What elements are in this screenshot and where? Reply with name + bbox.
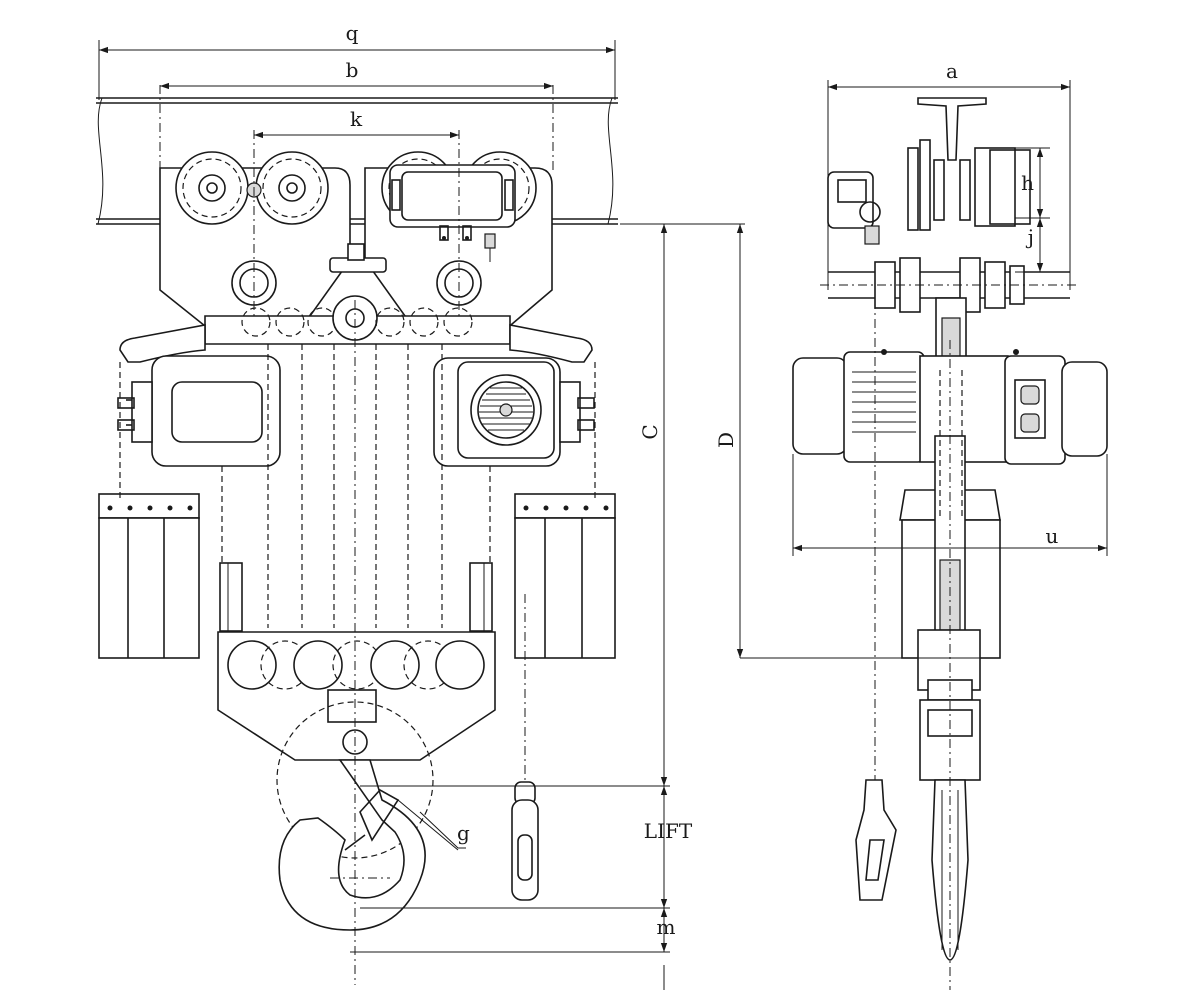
i-beam: [917, 97, 987, 161]
front-view: [96, 85, 618, 985]
dim-label-b: b: [346, 58, 359, 82]
side-bottom-block: [917, 629, 981, 961]
dim-label-j: j: [1026, 225, 1034, 249]
dim-leader-g: [419, 811, 466, 849]
dim-label-q: q: [346, 21, 359, 45]
dim-label-k: k: [350, 107, 363, 131]
pendant-control: [511, 594, 539, 901]
dim-label-g: g: [457, 821, 470, 845]
dim-label-m: m: [657, 915, 676, 939]
side-view: [792, 97, 1108, 990]
bottom-block: [217, 631, 496, 761]
dim-label-c: C: [638, 424, 662, 439]
dim-label-u: u: [1046, 524, 1059, 548]
dim-label-d: D: [714, 432, 738, 448]
dimensions: q b k a h j C D u: [98, 21, 1108, 990]
side-box-right: [514, 493, 616, 659]
side-pendant-control: [855, 300, 897, 901]
hoist-motor-right: [433, 357, 581, 467]
dim-label-lift: LIFT: [644, 819, 693, 843]
hoist-yoke: [119, 324, 206, 363]
guide-rod-left: [219, 562, 243, 632]
upper-sheave-block: [204, 295, 511, 345]
trolley-wheels-left: [175, 151, 329, 306]
motor-brackets: [117, 397, 595, 431]
trolley-drive-unit: [389, 164, 516, 262]
side-box-left: [98, 493, 200, 659]
dim-label-h: h: [1021, 171, 1034, 195]
guide-rod-right: [469, 562, 493, 632]
dim-label-a: a: [946, 59, 958, 83]
hoist-motor-left: [126, 355, 281, 467]
